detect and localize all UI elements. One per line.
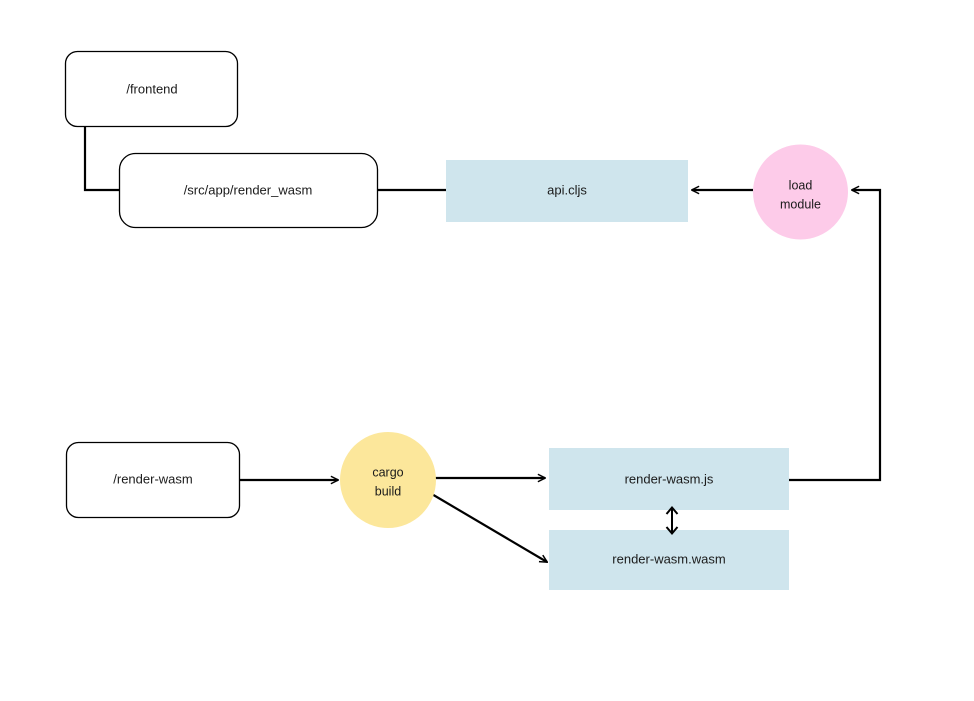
- frontend-box[interactable]: [64, 50, 239, 128]
- render-wasm-js-label: render-wasm.js: [625, 471, 714, 486]
- node-render-wasm-dir[interactable]: /src/app/render_wasm: [118, 152, 379, 229]
- cargo-build-label-line2: build: [375, 484, 401, 498]
- render-wasm-js-box[interactable]: [549, 448, 789, 510]
- load-module-label-line2: module: [780, 197, 821, 211]
- render-wasm-dir-box[interactable]: [118, 152, 379, 229]
- edge-frontend-to-render-wasm-dir: [83, 127, 121, 192]
- double-headed-vertical-arrow-icon: [665, 505, 679, 536]
- render-wasm-dir-label: /src/app/render_wasm: [184, 182, 313, 197]
- api-cljs-label: api.cljs: [547, 182, 587, 197]
- edge-cargo-build-to-render-wasm-wasm: [424, 489, 547, 562]
- render-wasm-wasm-label: render-wasm.wasm: [612, 551, 725, 566]
- node-load-module[interactable]: load module: [753, 144, 848, 240]
- load-module-label-line1: load: [789, 178, 813, 192]
- node-render-wasm-wasm[interactable]: render-wasm.wasm: [549, 530, 789, 590]
- load-module-circle[interactable]: [753, 144, 848, 240]
- frontend-label: /frontend: [126, 81, 177, 96]
- cargo-build-label-line1: cargo: [372, 465, 403, 479]
- edge-render-wasm-js-to-load-module: [789, 190, 882, 482]
- node-render-wasm-js[interactable]: render-wasm.js: [549, 448, 789, 510]
- node-frontend[interactable]: /frontend: [64, 50, 239, 128]
- api-cljs-box[interactable]: [446, 160, 688, 222]
- render-wasm-crate-box[interactable]: [65, 441, 241, 519]
- node-cargo-build[interactable]: cargo build: [340, 432, 436, 528]
- node-api-cljs[interactable]: api.cljs: [446, 160, 688, 222]
- cargo-build-circle[interactable]: [340, 432, 436, 528]
- node-render-wasm-crate[interactable]: /render-wasm: [65, 441, 241, 519]
- render-wasm-wasm-box[interactable]: [549, 530, 789, 590]
- render-wasm-crate-label: /render-wasm: [113, 471, 192, 486]
